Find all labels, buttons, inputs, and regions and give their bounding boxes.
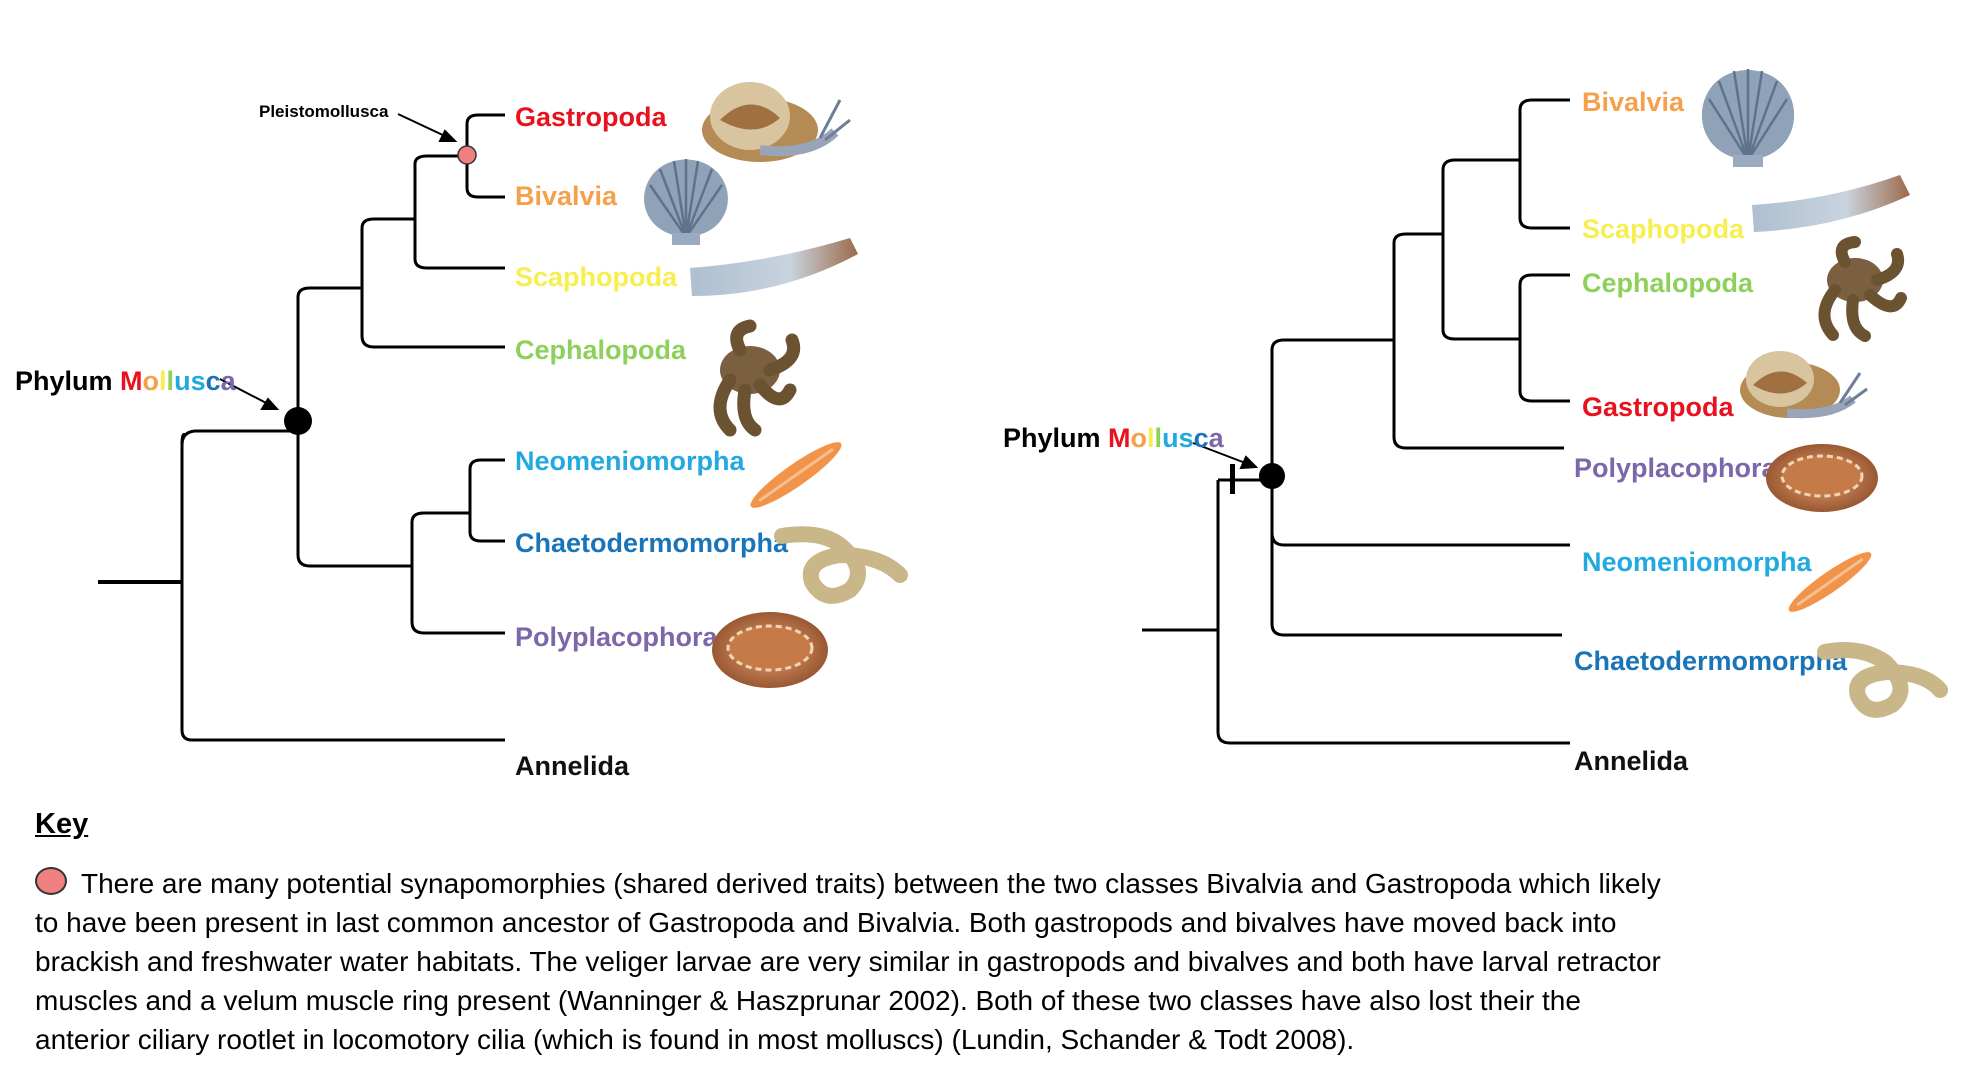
right-taxon-neomeniomorpha: Neomeniomorpha bbox=[1582, 547, 1813, 577]
left-conchifera-split bbox=[360, 228, 505, 349]
right-solenogaster-illustration bbox=[1788, 552, 1872, 612]
left-chaetoderm-illustration bbox=[774, 526, 908, 604]
left-snail-illustration bbox=[702, 82, 851, 162]
left-taxon-polyplacophora: Polyplacophora bbox=[515, 622, 719, 652]
left-neomenio-branch bbox=[468, 458, 505, 470]
right-pointer-arrow bbox=[1192, 442, 1259, 470]
right-bivscaph-inner bbox=[1518, 110, 1570, 230]
right-tree bbox=[1142, 98, 1570, 745]
left-taxon-neomeniomorpha: Neomeniomorpha bbox=[515, 446, 746, 476]
right-mollusca-node bbox=[1259, 463, 1285, 489]
left-visceroconcha-split bbox=[413, 164, 505, 270]
right-scallop-illustration bbox=[1701, 69, 1795, 167]
left-pleisto-split bbox=[465, 124, 505, 199]
right-conchifera-split bbox=[1392, 243, 1564, 450]
left-octopus-illustration bbox=[713, 319, 801, 437]
right-conchifera-stem bbox=[1392, 232, 1443, 244]
mollusca-letter: o bbox=[143, 366, 160, 396]
left-taxon-gastropoda: Gastropoda bbox=[515, 102, 668, 132]
mollusca-letter: s bbox=[1179, 423, 1194, 453]
mollusca-letter: c bbox=[206, 366, 221, 396]
left-scallop-illustration bbox=[644, 159, 728, 245]
right-phylum-mollusca-label: Phylum Mollusca bbox=[1003, 423, 1225, 453]
left-mollusca-stem bbox=[180, 429, 298, 446]
right-chaetoderm-illustration bbox=[1817, 642, 1948, 718]
mollusca-letter: l bbox=[167, 366, 175, 396]
pleistomollusca-key-dot bbox=[35, 867, 67, 895]
right-mollusca-top bbox=[1270, 338, 1394, 351]
right-taxon-polyplacophora: Polyplacophora bbox=[1574, 453, 1778, 483]
mollusca-letter: l bbox=[1147, 423, 1155, 453]
right-taxon-gastropoda: Gastropoda bbox=[1582, 392, 1735, 422]
right-cephgast-inner bbox=[1518, 285, 1570, 403]
left-aplacophora-split bbox=[468, 469, 505, 543]
mollusca-letter: a bbox=[221, 366, 237, 396]
right-snail-illustration bbox=[1740, 351, 1868, 419]
mollusca-letter: o bbox=[1131, 423, 1148, 453]
right-cephalopoda-branch bbox=[1518, 273, 1570, 286]
right-chiton-illustration bbox=[1766, 444, 1878, 512]
key-text: There are many potential synapomorphies … bbox=[35, 868, 1661, 1055]
left-phylum-mollusca-label: Phylum Mollusca bbox=[15, 366, 237, 396]
right-taxon-cephalopoda: Cephalopoda bbox=[1582, 268, 1754, 298]
right-neomenio-branch bbox=[1270, 532, 1570, 547]
mollusca-letter: l bbox=[1155, 423, 1163, 453]
left-taxon-labels: Gastropoda Bivalvia Scaphopoda Cephalopo… bbox=[515, 102, 789, 781]
left-conchifera-stem bbox=[296, 286, 362, 298]
left-chiton-illustration bbox=[712, 612, 828, 688]
left-tusk-shell-illustration bbox=[690, 238, 858, 296]
left-tree bbox=[98, 113, 505, 742]
mollusca-letter: M bbox=[120, 366, 143, 396]
right-bivscaph-bottom bbox=[1441, 329, 1520, 341]
left-taxon-bivalvia: Bivalvia bbox=[515, 181, 618, 211]
left-taxon-annelida: Annelida bbox=[515, 751, 630, 781]
pleistomollusca-label: Pleistomollusca bbox=[259, 102, 389, 121]
left-taxon-scaphopoda: Scaphopoda bbox=[515, 262, 678, 292]
left-gastropoda-branch bbox=[465, 113, 505, 125]
mollusca-letter: u bbox=[1162, 423, 1179, 453]
left-solenogaster-illustration bbox=[750, 442, 842, 508]
right-bivscaph-top bbox=[1441, 158, 1520, 171]
left-pointer-arrows bbox=[219, 113, 458, 410]
left-pleisto-stem bbox=[413, 154, 467, 165]
left-visceroconcha-stem bbox=[360, 217, 415, 229]
right-octopus-illustration bbox=[1818, 236, 1907, 342]
left-taxon-chaetodermomorpha: Chaetodermomorpha bbox=[515, 528, 789, 558]
left-root-split bbox=[180, 433, 505, 742]
left-taxon-cephalopoda: Cephalopoda bbox=[515, 335, 687, 365]
left-mollusca-split bbox=[296, 297, 412, 568]
right-stem-tick bbox=[1230, 464, 1235, 494]
right-taxon-scaphopoda: Scaphopoda bbox=[1582, 214, 1745, 244]
left-pleistomollusca-node bbox=[457, 145, 477, 165]
left-aplacophora-stem bbox=[410, 511, 470, 523]
right-taxon-bivalvia: Bivalvia bbox=[1582, 87, 1685, 117]
right-taxon-annelida: Annelida bbox=[1574, 746, 1689, 776]
right-bivalvia-branch bbox=[1518, 98, 1570, 111]
key-description: There are many potential synapomorphies … bbox=[35, 864, 1675, 1059]
left-aculifera-split bbox=[410, 522, 505, 635]
right-tusk-shell-illustration bbox=[1752, 175, 1910, 232]
right-taxon-chaetodermomorpha: Chaetodermomorpha bbox=[1574, 646, 1848, 676]
mollusca-letter: u bbox=[174, 366, 191, 396]
mollusca-letter: l bbox=[159, 366, 167, 396]
mollusca-letter: a bbox=[1209, 423, 1225, 453]
key-title: Key bbox=[35, 808, 89, 840]
right-root-split bbox=[1216, 480, 1570, 745]
left-mollusca-node bbox=[284, 407, 312, 435]
right-taxon-labels: Bivalvia Scaphopoda Cephalopoda Gastropo… bbox=[1574, 87, 1848, 776]
mollusca-letter: c bbox=[1194, 423, 1209, 453]
mollusca-letter: s bbox=[191, 366, 206, 396]
right-mollusca-split bbox=[1270, 350, 1562, 637]
mollusca-letter: M bbox=[1108, 423, 1131, 453]
